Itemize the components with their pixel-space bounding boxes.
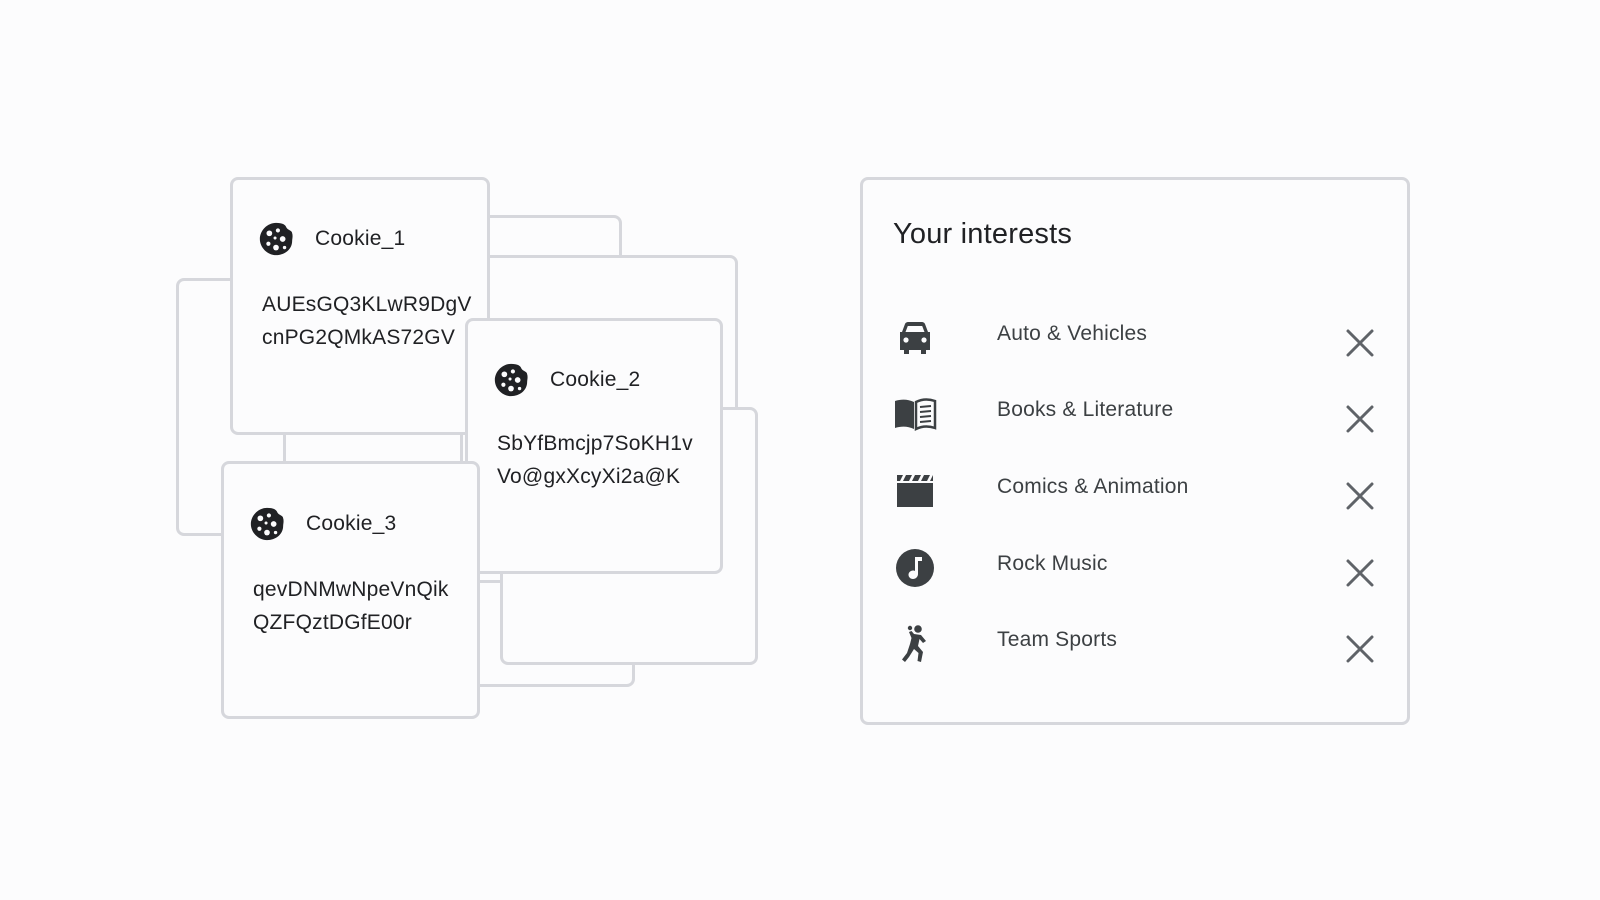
cookie-icon [248,505,286,543]
athlete-icon [902,625,926,662]
cookie-value: AUEsGQ3KLwR9DgV cnPG2QMkAS72GV [262,293,472,349]
interest-label: Books & Literature [997,398,1174,421]
book-icon [895,398,937,432]
panel-title: Your interests [893,218,1073,250]
interest-label: Auto & Vehicles [997,322,1148,345]
cookie-name: Cookie_1 [315,227,406,250]
remove-auto-vehicles-button[interactable] [1343,326,1377,360]
interest-label: Rock Music [997,552,1108,575]
car-icon [900,322,930,354]
interest-item-books-literature: Books & Literature [893,388,1383,438]
interest-item-auto-vehicles: Auto & Vehicles [893,312,1383,362]
cookie-value: qevDNMwNpeVnQik QZFQztDGfE00r [253,578,449,634]
interests-panel: Your interests Auto & Vehicles Books & L… [860,177,1410,725]
cookie-icon [492,361,530,399]
interest-item-team-sports: Team Sports [893,618,1383,668]
interest-item-rock-music: Rock Music [893,542,1383,592]
cookie-card-1: Cookie_1 AUEsGQ3KLwR9DgV cnPG2QMkAS72GV [230,177,490,435]
interest-label: Team Sports [997,628,1118,651]
remove-books-literature-button[interactable] [1343,402,1377,436]
cookie-icon [257,220,295,258]
remove-rock-music-button[interactable] [1343,556,1377,590]
remove-comics-animation-button[interactable] [1343,479,1377,513]
cookie-card-2: Cookie_2 SbYfBmcjp7SoKH1v Vo@gxXcyXi2a@K [465,318,723,574]
interest-label: Comics & Animation [997,475,1189,498]
cookie-name: Cookie_3 [306,512,397,535]
remove-team-sports-button[interactable] [1343,632,1377,666]
cookie-value: SbYfBmcjp7SoKH1v Vo@gxXcyXi2a@K [497,432,693,488]
cookie-card-3: Cookie_3 qevDNMwNpeVnQik QZFQztDGfE00r [221,461,480,719]
interest-item-comics-animation: Comics & Animation [893,465,1383,515]
clapperboard-icon [897,475,933,507]
cookie-name: Cookie_2 [550,368,641,391]
music-note-icon [896,549,934,587]
